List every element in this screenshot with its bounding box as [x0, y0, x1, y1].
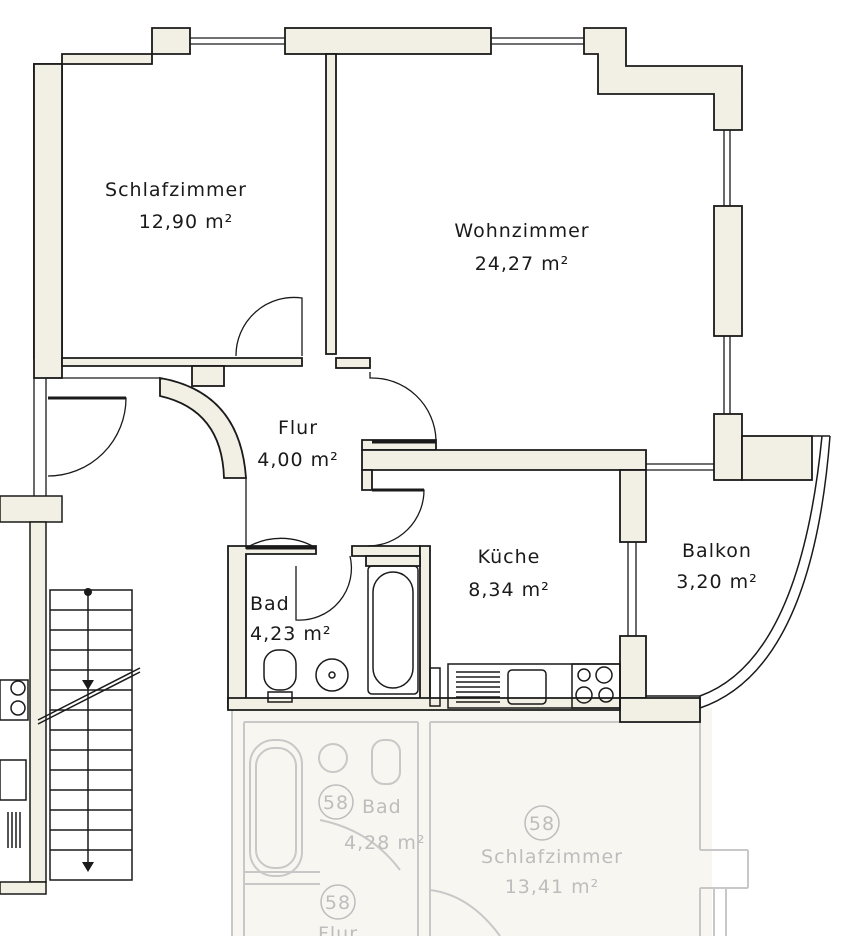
unit-number: 58 — [529, 813, 555, 835]
room-name-wohnzimmer: Wohnzimmer — [454, 220, 589, 242]
windows — [33, 37, 731, 636]
room-name-schlafzimmer: Schlafzimmer — [105, 179, 247, 201]
stove-icon — [571, 663, 621, 709]
room-name-bad: Bad — [250, 593, 290, 615]
door-wohnzimmer — [369, 372, 437, 441]
staircase — [0, 495, 141, 895]
door-entrance — [47, 397, 127, 477]
door-bad-inner — [295, 555, 353, 621]
neighbor-bad-name: Bad — [362, 796, 402, 818]
balcony — [646, 435, 831, 709]
unit-number-circle — [320, 884, 356, 920]
doors — [47, 296, 437, 621]
unit-number: 58 — [323, 792, 349, 814]
room-name-flur: Flur — [278, 417, 318, 439]
stair-arrow-icon — [82, 862, 94, 872]
neighbor-flur-name: Flur — [318, 923, 358, 936]
stair-start-dot — [84, 588, 92, 596]
unit-number-circle — [524, 805, 560, 841]
door-schlafzimmer — [235, 296, 303, 357]
bathtub-icon — [367, 565, 419, 695]
neighbor-kitchen-fragment — [0, 679, 29, 848]
room-name-balkon: Balkon — [682, 540, 752, 562]
room-area-bad: 4,23 m² — [250, 623, 331, 645]
neighbor-schlafzimmer-name: Schlafzimmer — [481, 846, 623, 868]
neighbor-schlafzimmer-area: 13,41 m² — [505, 876, 600, 898]
room-area-flur: 4,00 m² — [257, 449, 338, 471]
neighbor-apartment-outline — [231, 707, 749, 936]
room-area-wohnzimmer: 24,27 m² — [475, 253, 570, 275]
unit-number: 58 — [325, 892, 351, 914]
neighbor-bad-area: 4,28 m² — [344, 832, 425, 854]
walls — [33, 27, 813, 723]
room-area-balkon: 3,20 m² — [676, 571, 757, 593]
room-area-schlafzimmer: 12,90 m² — [139, 211, 234, 233]
door-kueche — [367, 489, 425, 547]
stair-arrow-icon — [82, 680, 94, 690]
bathroom-fixtures — [263, 565, 419, 703]
toilet-icon — [263, 649, 297, 691]
door-bad — [245, 478, 317, 550]
room-name-kueche: Küche — [478, 546, 541, 568]
kitchen-fixtures — [429, 663, 621, 709]
drainboard-icon — [456, 671, 500, 703]
kitchen-sink-icon — [507, 669, 547, 705]
room-area-kueche: 8,34 m² — [468, 579, 549, 601]
unit-number-circle — [318, 784, 354, 820]
sink-icon — [315, 658, 349, 692]
